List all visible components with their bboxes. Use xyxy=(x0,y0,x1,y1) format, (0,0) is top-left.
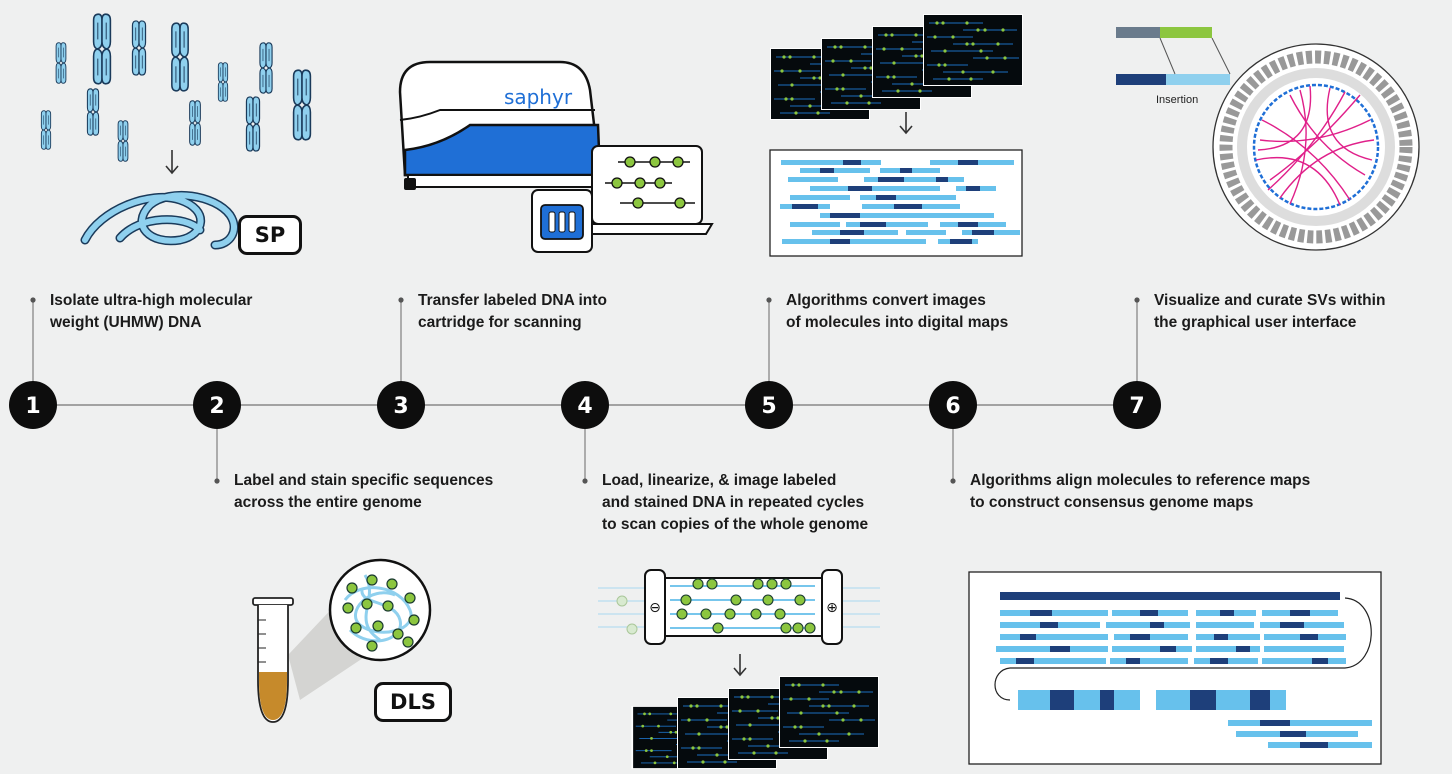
insertion-diagram: Insertion xyxy=(1116,27,1231,106)
tube-icon xyxy=(252,597,294,723)
step-node-6: 6 xyxy=(929,381,977,429)
insertion-label: Insertion xyxy=(1156,94,1198,106)
sp-badge: SP xyxy=(238,215,302,255)
reference-map-bar xyxy=(1000,592,1340,600)
digital-maps-panel xyxy=(769,149,1023,257)
step-3-illustration: saphyr xyxy=(398,60,714,253)
step-4-illustration: ⊖ ⊕ xyxy=(598,569,880,769)
plus-electrode-icon: ⊕ xyxy=(826,600,838,616)
chromosome-icon xyxy=(40,13,312,162)
step-number-6: 6 xyxy=(945,394,960,419)
connector-dots xyxy=(30,297,1140,484)
step-7-text: Visualize and curate SVs within the grap… xyxy=(1154,292,1386,331)
dls-badge: DLS xyxy=(374,682,452,722)
minus-electrode-icon: ⊖ xyxy=(649,600,661,616)
flow-chamber: ⊖ ⊕ xyxy=(644,569,843,645)
step-3-text: Transfer labeled DNA into cartridge for … xyxy=(418,292,607,331)
step-number-5: 5 xyxy=(761,394,776,419)
step-number-4: 4 xyxy=(577,394,592,419)
circos-plot-icon xyxy=(1212,43,1420,251)
laptop-icon xyxy=(583,145,714,235)
step-node-2: 2 xyxy=(193,381,241,429)
step-6-illustration xyxy=(968,571,1382,765)
step-node-3: 3 xyxy=(377,381,425,429)
map-connector xyxy=(994,597,1372,701)
step-number-3: 3 xyxy=(393,394,408,419)
device-brand-label: saphyr xyxy=(504,85,573,109)
knot-icon xyxy=(80,190,239,250)
down-arrow-icon xyxy=(165,150,179,175)
step-4-text: Load, linearize, & image labeled and sta… xyxy=(602,472,869,533)
step-node-1: 1 xyxy=(9,381,57,429)
timeline: 1 2 3 4 5 6 7 xyxy=(9,297,1161,484)
image-stack-step-4 xyxy=(631,676,879,769)
step-number-7: 7 xyxy=(1129,394,1144,419)
step-1-text: Isolate ultra-high molecular weight (UHM… xyxy=(50,292,253,331)
step-node-7: 7 xyxy=(1113,381,1161,429)
step-5-text: Algorithms convert images of molecules i… xyxy=(786,292,1009,331)
step-number-2: 2 xyxy=(209,394,224,419)
step-node-4: 4 xyxy=(561,381,609,429)
step-6-text: Algorithms align molecules to reference … xyxy=(970,472,1311,511)
image-stack-step-5 xyxy=(770,14,1023,120)
step-nodes: 1 2 3 4 5 6 7 xyxy=(9,381,1161,429)
step-5-illustration xyxy=(769,14,1023,257)
device-icon: saphyr xyxy=(398,60,602,190)
step-7-illustration: Insertion xyxy=(1116,27,1420,251)
dna-zoom-circle xyxy=(328,558,432,662)
step-1-illustration xyxy=(40,13,312,250)
step-number-1: 1 xyxy=(25,394,40,419)
down-arrow-icon xyxy=(733,654,747,677)
down-arrow-icon xyxy=(899,112,913,135)
step-node-5: 5 xyxy=(745,381,793,429)
cartridge-icon xyxy=(531,189,593,253)
step-2-text: Label and stain specific sequences acros… xyxy=(234,472,494,511)
step-2-illustration xyxy=(252,558,432,723)
